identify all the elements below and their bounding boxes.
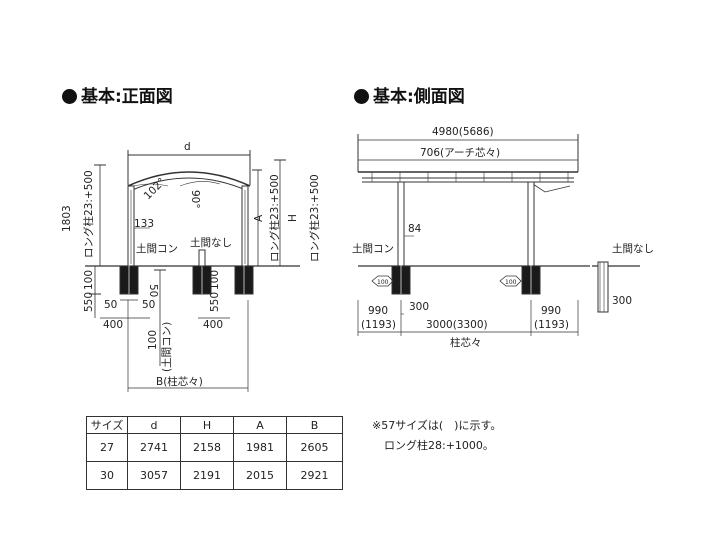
table-row: 27 2741 2158 1981 2605 [86,433,343,462]
front-view-labels: d 1803 ロング柱23:+500 102° 90° 133 土間コン 土間な… [61,141,321,388]
arch-pitch-label: 706(アーチ芯々) [420,146,500,159]
side-doma-con-label: 土間コン [352,242,394,255]
dim-400-a: 400 [103,319,123,331]
dim-50-b: 50 [104,299,117,311]
side-view [357,134,640,336]
front-view-title: 基本:正面図 [81,87,173,107]
gl-badge-right: 100 [505,279,517,286]
dim-100-doma: 100 [147,330,159,350]
doma-nashi-label: 土間なし [190,236,232,249]
table-header-row: サイズ d H A B [86,416,343,434]
front-view-heading: 基本:正面図 [62,82,173,107]
bullet-icon [354,89,369,104]
long-post-h-label: ロング柱23:+500 [308,174,321,262]
col-header: d [127,416,181,434]
table-cell: 30 [86,461,128,490]
total-length-label: 4980(5686) [432,126,494,138]
table-cell: 2605 [286,433,343,462]
table-cell: 1981 [233,433,287,462]
table-cell: 2191 [180,461,234,490]
side-doma-nashi-label: 土間なし [612,242,654,255]
table-cell: 2921 [286,461,343,490]
size-spec-table: サイズ d H A B 27 2741 2158 1981 2605 30 30… [86,416,343,490]
long-post-label: ロング柱23:+500 [82,170,95,258]
bullet-icon [62,89,77,104]
a-label: A [253,214,265,222]
long-post-a-label: ロング柱23:+500 [268,174,281,262]
dim-50-c: 50 [142,299,155,311]
long-post-note: ロング柱28:+1000。 [384,439,494,452]
col-header: サイズ [86,416,128,434]
dim-3000-label: 3000(3300) [426,319,488,331]
dim-84-label: 84 [408,223,422,235]
front-view [85,150,300,392]
col-header: H [180,416,234,434]
table-cell: 2741 [127,433,181,462]
table-cell: 27 [86,433,128,462]
dim-300-left: 300 [409,301,429,313]
table-cell: 2158 [180,433,234,462]
angle-90-label: 90° [189,190,201,209]
dim-300-right: 300 [612,295,632,307]
d-label: d [184,141,191,153]
side-view-labels: 4980(5686) 706(アーチ芯々) 84 土間コン 土間なし 100 1… [352,126,654,349]
dim-1193-left: (1193) [361,319,396,331]
dim-133-label: 133 [134,218,154,230]
dim-100-left: 100 [83,270,95,290]
col-header: B [286,416,343,434]
dim-990-left: 990 [368,305,388,317]
post-center-label: 柱芯々 [450,336,482,349]
side-view-heading: 基本:側面図 [354,82,465,107]
table-row: 30 3057 2191 2015 2921 [86,461,343,490]
table-cell: 2015 [233,461,287,490]
gl-badge-left: 100 [377,279,389,286]
h-label: H [287,214,299,222]
doma-con-label: 土間コン [136,242,178,255]
doma-con-vertical: (土間コン) [160,322,173,372]
side-view-title: 基本:側面図 [373,87,465,107]
b-label: B(柱芯々) [156,375,203,388]
dim-50-a: 50 [147,284,159,297]
dim-400-b: 400 [203,319,223,331]
dim-1193-right: (1193) [534,319,569,331]
radius-label: 1803 [61,205,73,232]
dim-100-mid: 100 [209,270,221,290]
size-note: ※57サイズは( )に示す。 [372,419,502,432]
dim-550-left: 550 [83,292,95,312]
col-header: A [233,416,287,434]
dim-990-right: 990 [541,305,561,317]
dim-550-mid: 550 [209,292,221,312]
table-cell: 3057 [127,461,181,490]
